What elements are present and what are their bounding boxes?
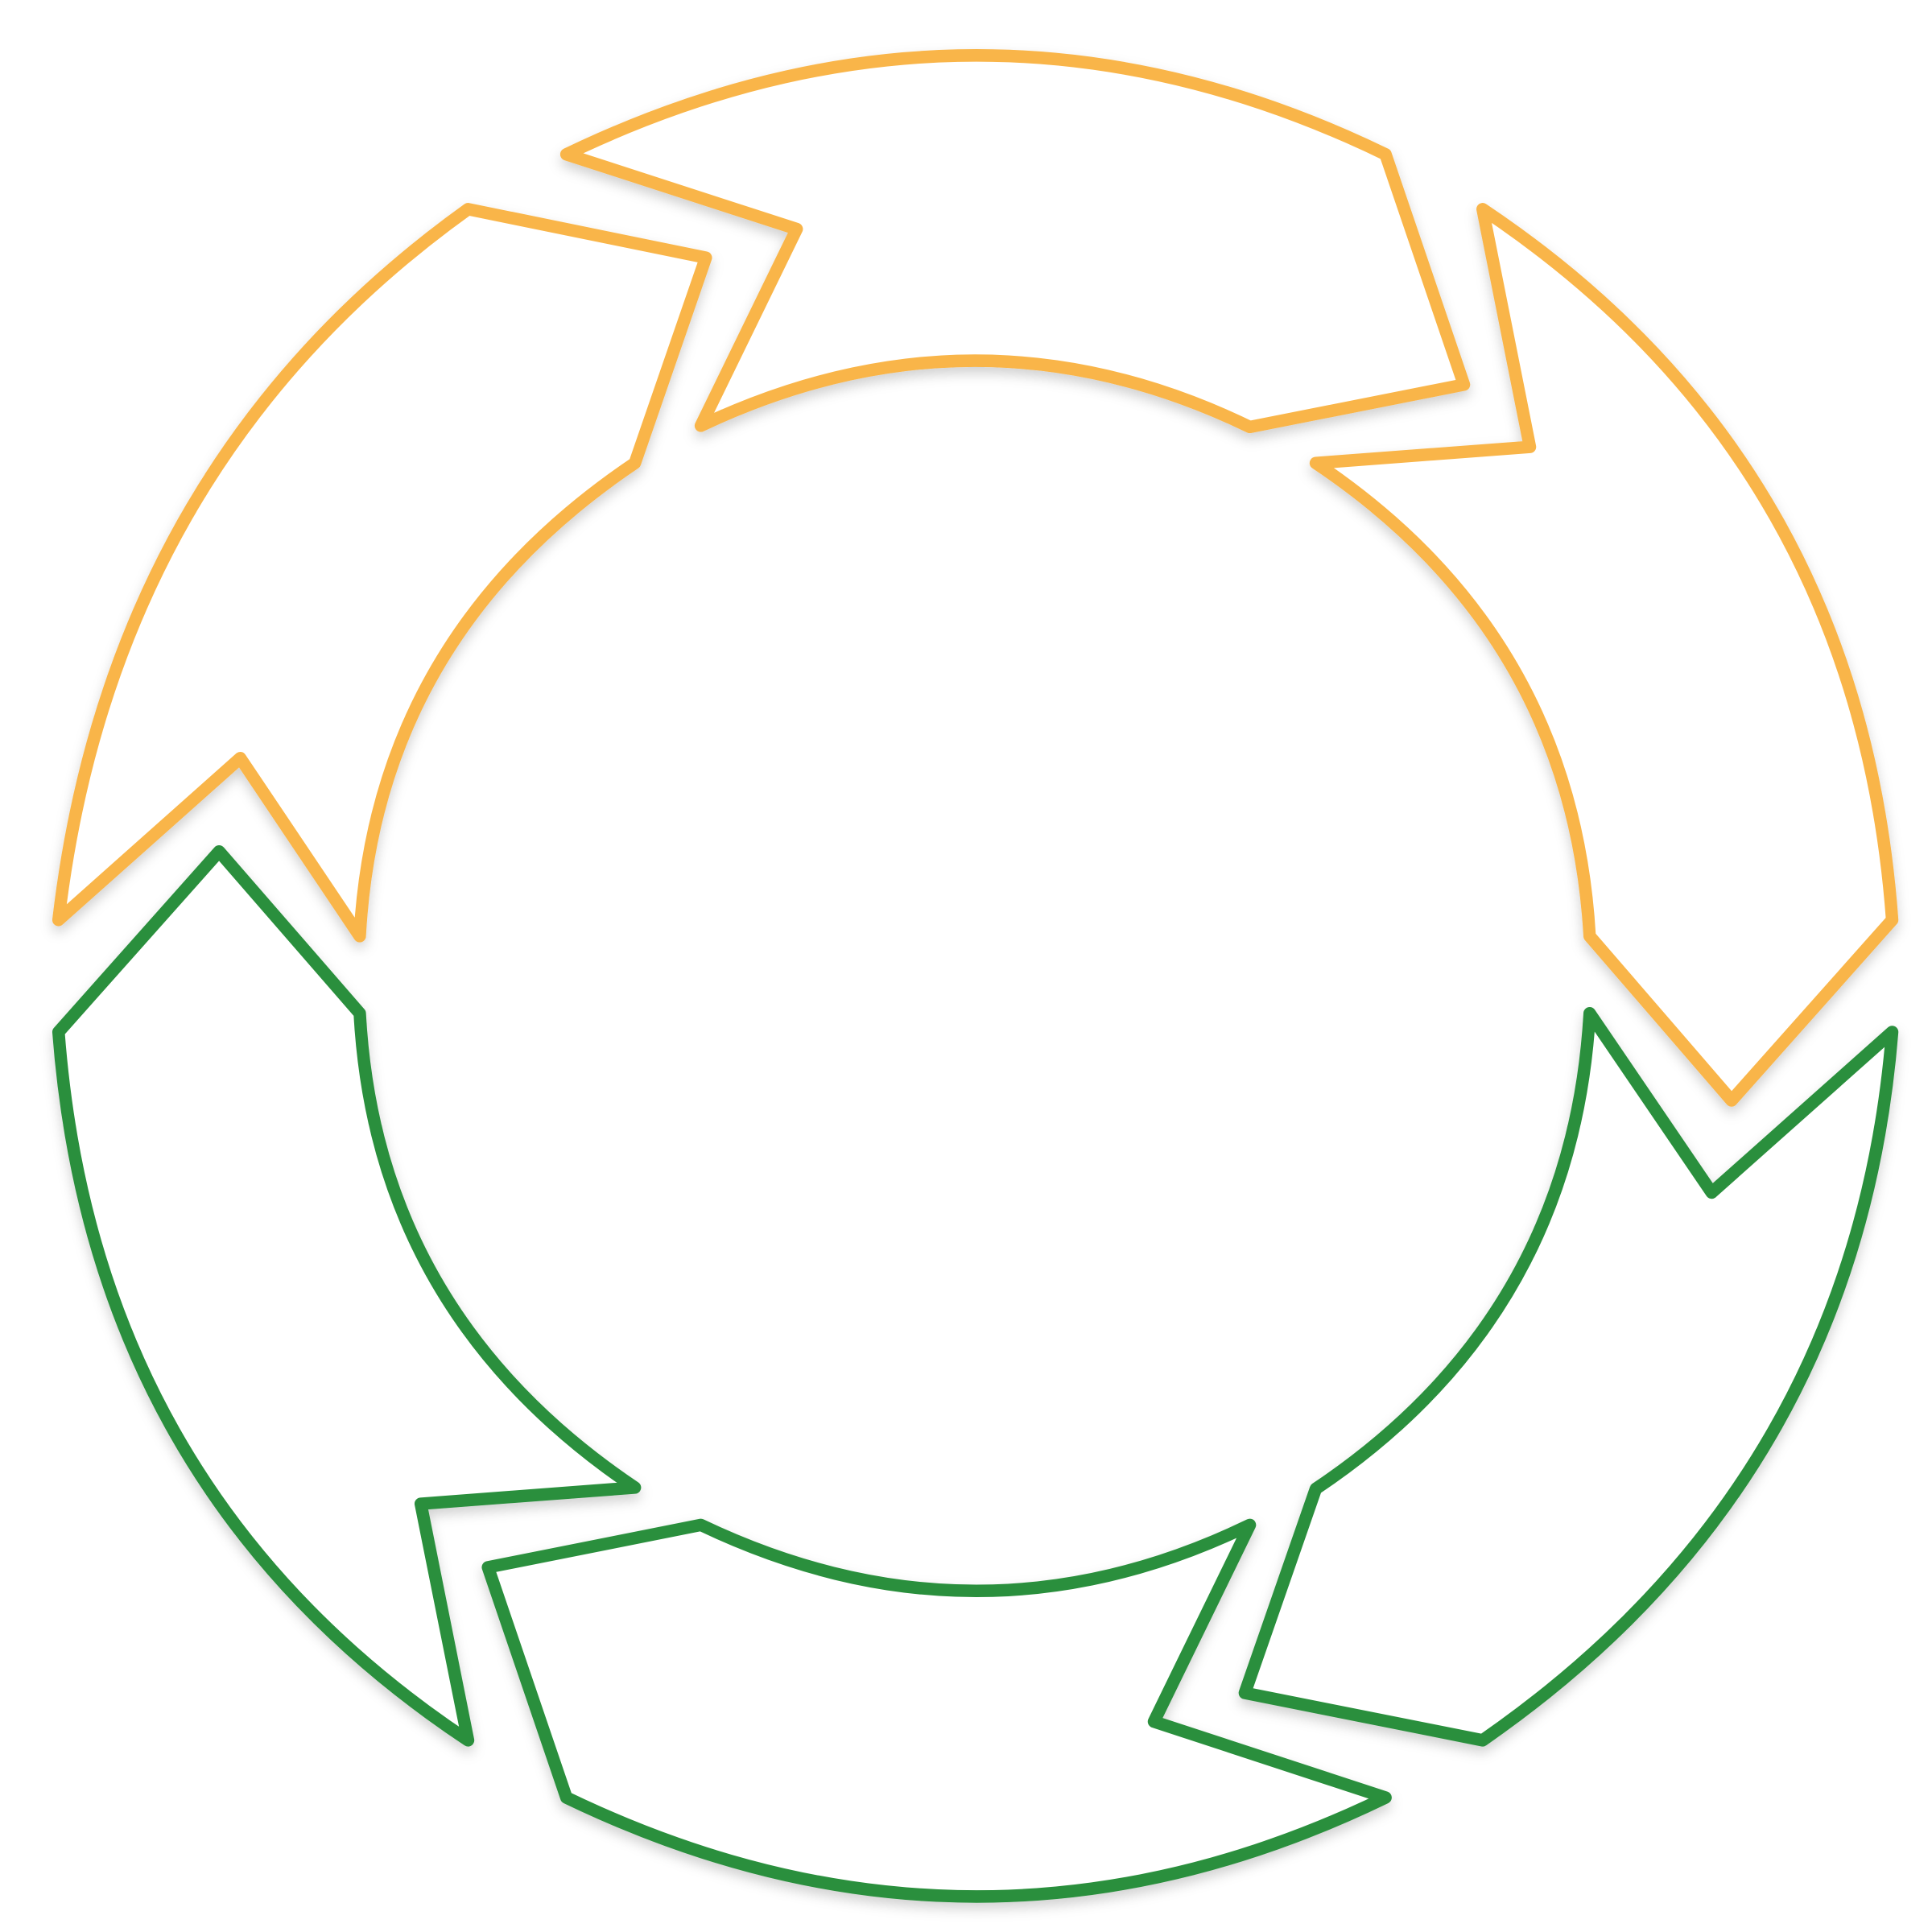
cycle-segment-bottom <box>481 1518 1392 1903</box>
cycle-segment-top <box>559 49 1471 434</box>
cycle-segment-upper-left <box>52 203 712 943</box>
cycle-segment-upper-right <box>1309 203 1899 1107</box>
cycle-segment-lower-left <box>52 845 642 1747</box>
cycle-segment-lower-right <box>1238 1007 1899 1747</box>
